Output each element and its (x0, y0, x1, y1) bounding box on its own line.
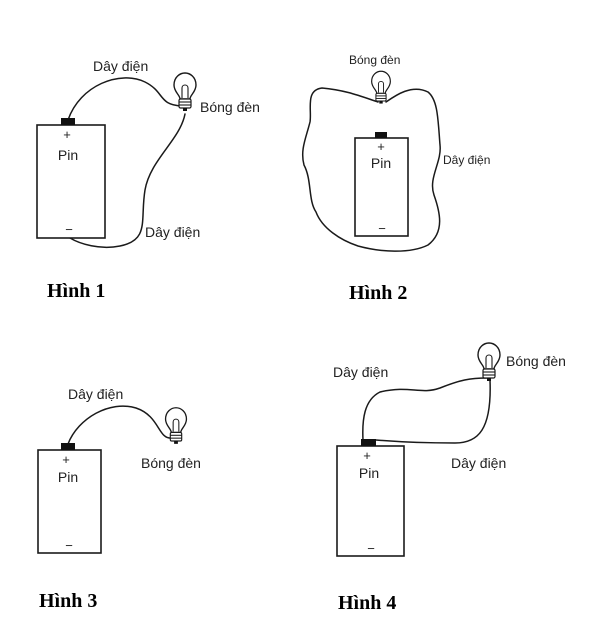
battery-terminal (61, 118, 75, 125)
figure-caption: Hình 4 (338, 592, 396, 614)
wire-top (362, 377, 488, 441)
battery-label: Pin (359, 465, 379, 481)
wire-label: Dây điện (443, 153, 490, 167)
wire-label: Dây điện (145, 224, 200, 240)
plus-sign: + (63, 127, 71, 142)
wire-top (67, 77, 183, 121)
plus-sign: + (377, 139, 385, 154)
wire-loop (301, 87, 441, 252)
battery (36, 124, 106, 239)
figure-3: + Pin − Bóng đèn Dây điện Hình 3 (37, 386, 201, 612)
minus-sign: − (378, 221, 386, 236)
wire-top (67, 405, 173, 445)
figure-1: + Pin − Bóng đèn Dây điện Dây điện Hình … (36, 58, 260, 302)
battery (37, 449, 102, 554)
minus-sign: − (367, 541, 375, 556)
figure-2: + Pin − Bóng đèn Dây điện Hình 2 (301, 53, 490, 304)
figure-caption: Hình 3 (39, 590, 97, 612)
bulb-label: Bóng đèn (200, 99, 260, 115)
battery (336, 445, 405, 557)
wire-label: Dây điện (68, 386, 123, 402)
wire-label: Dây điện (333, 364, 388, 380)
figure-4: + Pin − Bóng đèn Dây điện Dây điện Hình … (333, 342, 566, 614)
light-bulb-icon (371, 70, 391, 105)
battery-label: Pin (371, 155, 391, 171)
figure-caption: Hình 1 (47, 280, 105, 302)
bulb-label: Bóng đèn (141, 455, 201, 471)
battery-terminal (61, 443, 75, 450)
wire-bottom (375, 379, 491, 444)
wire-label: Dây điện (93, 58, 148, 74)
bulb-label: Bóng đèn (506, 353, 566, 369)
wire-bottom (69, 113, 186, 249)
minus-sign: − (65, 538, 73, 553)
wire-label: Dây điện (451, 455, 506, 471)
battery-label: Pin (58, 469, 78, 485)
battery-terminal (375, 132, 387, 138)
minus-sign: − (65, 222, 73, 237)
figure-caption: Hình 2 (349, 282, 407, 304)
light-bulb-icon (477, 342, 501, 382)
battery-terminal (361, 439, 376, 446)
plus-sign: + (363, 448, 371, 463)
bulb-label: Bóng đèn (349, 53, 400, 67)
battery-label: Pin (58, 147, 78, 163)
plus-sign: + (62, 452, 70, 467)
